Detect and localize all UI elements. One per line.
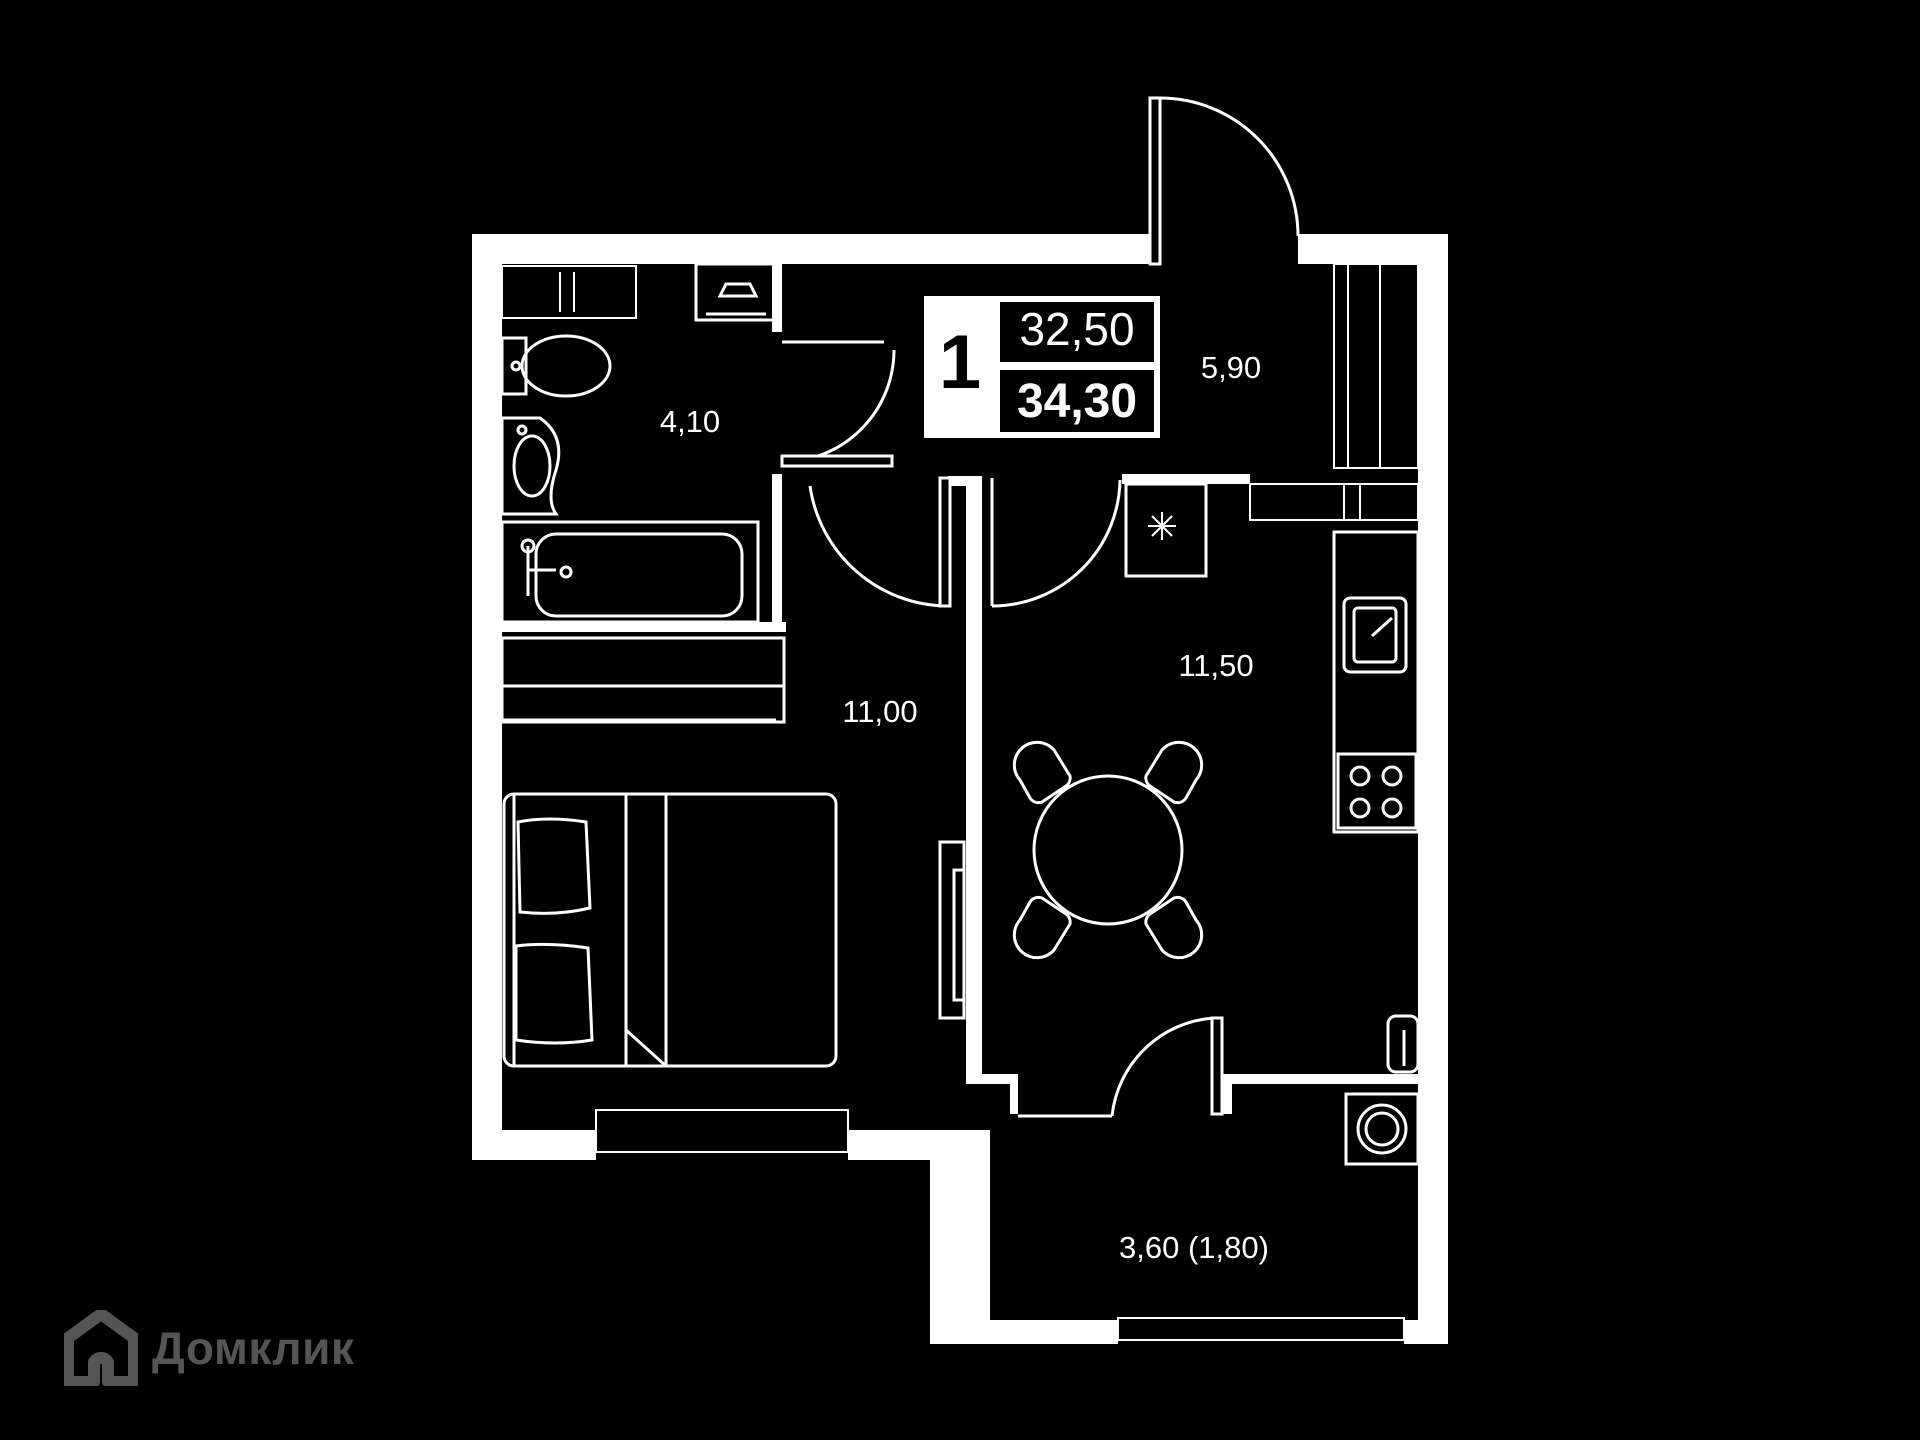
window-balcony: [1117, 1317, 1405, 1341]
total-area: 34,30: [1017, 375, 1137, 428]
wall-kitchen-bottom-right: [1222, 1074, 1418, 1084]
kitchen-counter: [1332, 530, 1420, 834]
wall-bath-right-lower: [772, 474, 782, 632]
toilet-tank: [500, 336, 528, 396]
bedroom-furniture: [500, 636, 966, 1068]
sink-icon: [500, 416, 561, 516]
pillow-icon: [516, 817, 592, 915]
bedroom-door-swing: [808, 485, 947, 608]
wall-balcony-bottom-a: [930, 1320, 1118, 1344]
window-bedroom: [595, 1109, 849, 1153]
entrance-door-leaf: [1148, 96, 1162, 266]
washing-machine-icon: [694, 262, 776, 322]
wall-top-left: [472, 234, 1150, 264]
wall-bedroom-kitchen: [966, 476, 982, 1080]
bed-icon: [502, 792, 838, 1068]
window-hallway: [1333, 263, 1419, 469]
wall-balcony-left: [930, 1130, 990, 1344]
walls: [472, 234, 1448, 1344]
wall-bath-bottom: [502, 622, 786, 632]
chair-icon: [1012, 740, 1072, 805]
room-label-kitchen: 11,50: [1178, 648, 1253, 683]
living-area: 32,50: [1019, 303, 1134, 355]
wall-corridor-top-a: [948, 476, 982, 486]
rooms-count: 1: [939, 320, 981, 405]
kitchen-furniture: [1012, 482, 1420, 1166]
wall-left: [472, 234, 502, 1160]
wall-kitchen-bottom-left: [966, 1074, 1018, 1084]
room-label-bedroom: 11,00: [842, 694, 917, 729]
wall-bath-right-upper: [772, 264, 782, 332]
wall-kitchen-top: [1122, 474, 1250, 484]
dining-table-icon: [1032, 774, 1184, 926]
brand-logo: Домклик: [64, 1308, 354, 1388]
balcony-door-swing: [1110, 1016, 1215, 1117]
area-badge: 1 32,50 34,30: [924, 296, 1160, 438]
kitchen-sink-icon: [1342, 596, 1408, 674]
bathtub-icon: [500, 520, 760, 624]
bath-door-swing: [781, 349, 896, 464]
entrance-door-swing: [1159, 96, 1300, 237]
chair-icon: [1144, 895, 1204, 960]
washer-icon: [1344, 1092, 1420, 1166]
brand-name: Домклик: [152, 1322, 355, 1374]
doors: [780, 96, 1300, 1118]
chair-icon: [1144, 740, 1204, 805]
tv-icon: [938, 840, 966, 1020]
bathroom-fixtures: [500, 262, 776, 624]
window-kitchen: [1249, 483, 1419, 521]
wall-bottom-left-a: [472, 1130, 596, 1160]
wall-balcony-bottom-b: [1404, 1320, 1448, 1344]
boiler-icon: [1386, 1014, 1420, 1074]
stove-icon: [1336, 752, 1418, 830]
room-label-bathroom: 4,10: [660, 404, 720, 439]
kitchen-door-swing: [991, 479, 1122, 608]
room-label-balcony: 3,60 (1,80): [1119, 1230, 1269, 1265]
house-logo-icon: [64, 1310, 138, 1386]
wardrobe-icon: [500, 636, 786, 724]
wall-right: [1418, 234, 1448, 1344]
snowflake-icon: [1148, 512, 1176, 540]
wall-bottom-left-b: [848, 1130, 938, 1160]
window-bath: [501, 265, 637, 319]
toilet-icon: [520, 334, 612, 398]
pillow-icon: [514, 942, 594, 1045]
chair-icon: [1012, 895, 1072, 960]
wall-kitchen-bottom-right-v: [1222, 1074, 1232, 1114]
wall-kitchen-bottom-left-v: [1010, 1074, 1018, 1114]
windows: [501, 263, 1419, 1341]
room-label-hallway: 5,90: [1201, 350, 1261, 385]
